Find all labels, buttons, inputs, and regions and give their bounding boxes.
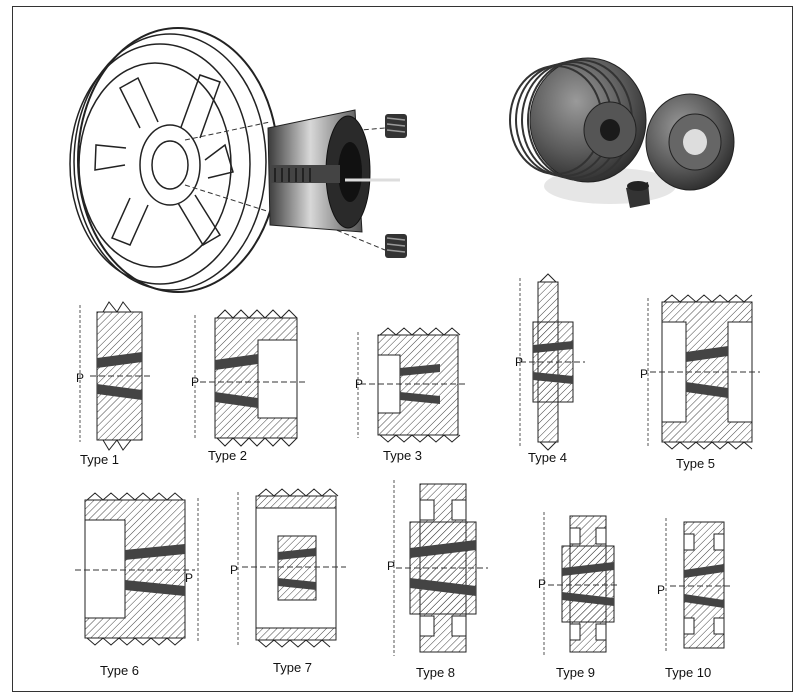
type-6-label: Type 6 [100,663,140,678]
svg-text:P: P [387,559,395,573]
type-3-label: Type 3 [383,448,423,463]
set-screw-top [385,114,407,138]
section-type-1: P [76,301,150,451]
type-1-label: Type 1 [80,452,120,467]
type-2-label: Type 2 [208,448,248,463]
section-type-5: P [640,294,760,450]
section-type-2: P [191,309,305,447]
svg-text:P: P [355,377,363,391]
section-type-3: P [355,327,465,443]
svg-text:P: P [640,367,648,381]
section-type-9: P [538,512,620,656]
section-type-4: P [515,273,585,451]
section-type-8: P [387,480,488,656]
pulley-photo [509,57,735,208]
type-7-label: Type 7 [273,660,313,675]
svg-text:P: P [538,577,546,591]
svg-text:P: P [657,583,665,597]
type-8-label: Type 8 [416,665,456,680]
svg-text:P: P [191,375,199,389]
exploded-pulley-drawing [69,27,386,293]
svg-text:P: P [230,563,238,577]
taper-bush-image [267,109,400,233]
svg-text:P: P [185,571,193,585]
type-4-label: Type 4 [528,450,568,465]
section-type-10: P [657,518,732,652]
type-5-label: Type 5 [676,456,716,471]
svg-text:P: P [76,371,84,385]
type-10-label: Type 10 [665,665,712,680]
section-type-6: P [75,492,199,646]
svg-text:P: P [515,355,523,369]
set-screw-bottom [385,234,407,258]
section-type-7: P [230,488,346,648]
type-9-label: Type 9 [556,665,596,680]
